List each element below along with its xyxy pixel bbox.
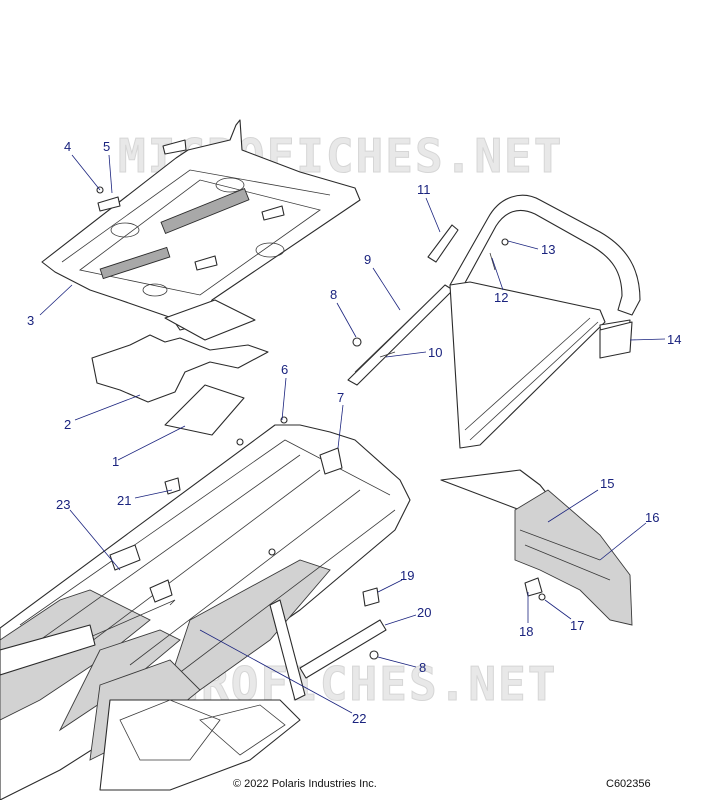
callout-21: 21 bbox=[117, 493, 131, 508]
callout-18: 18 bbox=[519, 624, 533, 639]
callout-12: 12 bbox=[494, 290, 508, 305]
part-19-block bbox=[362, 587, 380, 607]
part-20-bar bbox=[299, 619, 387, 679]
part-8-nut-upper bbox=[352, 337, 362, 347]
callout-14: 14 bbox=[667, 332, 681, 347]
leader-lines bbox=[39, 154, 666, 714]
callout-labels: 1 2 3 4 5 6 7 8 9 10 11 12 13 14 15 16 1… bbox=[27, 139, 681, 726]
part-8-nut-lower bbox=[369, 650, 379, 660]
part-15-bracket bbox=[440, 469, 549, 511]
callout-2: 2 bbox=[64, 417, 71, 432]
part-grab-handle bbox=[449, 194, 641, 449]
part-1-pad bbox=[164, 384, 245, 436]
part-9-bracket bbox=[347, 284, 454, 386]
callout-13: 13 bbox=[541, 242, 555, 257]
part-3-tray bbox=[41, 119, 361, 341]
callout-7: 7 bbox=[337, 390, 344, 405]
part-17-fastener bbox=[538, 593, 546, 601]
callout-9: 9 bbox=[364, 252, 371, 267]
part-2-mat bbox=[91, 334, 269, 403]
callout-22: 22 bbox=[352, 711, 366, 726]
part-rail bbox=[0, 624, 301, 791]
callout-19: 19 bbox=[400, 568, 414, 583]
callout-3: 3 bbox=[27, 313, 34, 328]
part-11-plate bbox=[427, 224, 459, 263]
callout-8-lower: 8 bbox=[419, 660, 426, 675]
part-14-cap bbox=[599, 321, 633, 359]
part-16-flap bbox=[514, 489, 633, 626]
part-13-nut bbox=[501, 238, 509, 246]
callout-4: 4 bbox=[64, 139, 71, 154]
part-10-bolt bbox=[379, 351, 396, 358]
part-12-bolt bbox=[489, 252, 496, 271]
callout-8-upper: 8 bbox=[330, 287, 337, 302]
callout-11: 11 bbox=[417, 182, 431, 197]
callout-23: 23 bbox=[56, 497, 70, 512]
part-18-clip bbox=[524, 577, 543, 597]
callout-10: 10 bbox=[428, 345, 442, 360]
callout-16: 16 bbox=[645, 510, 659, 525]
callout-5: 5 bbox=[103, 139, 110, 154]
callout-1: 1 bbox=[112, 454, 119, 469]
figure-id: C602356 bbox=[606, 778, 651, 790]
callout-17: 17 bbox=[570, 618, 584, 633]
part-22-arm bbox=[269, 599, 306, 701]
callout-20: 20 bbox=[417, 605, 431, 620]
callout-6: 6 bbox=[281, 362, 288, 377]
callout-15: 15 bbox=[600, 476, 614, 491]
copyright-text: © 2022 Polaris Industries Inc. bbox=[233, 778, 377, 790]
